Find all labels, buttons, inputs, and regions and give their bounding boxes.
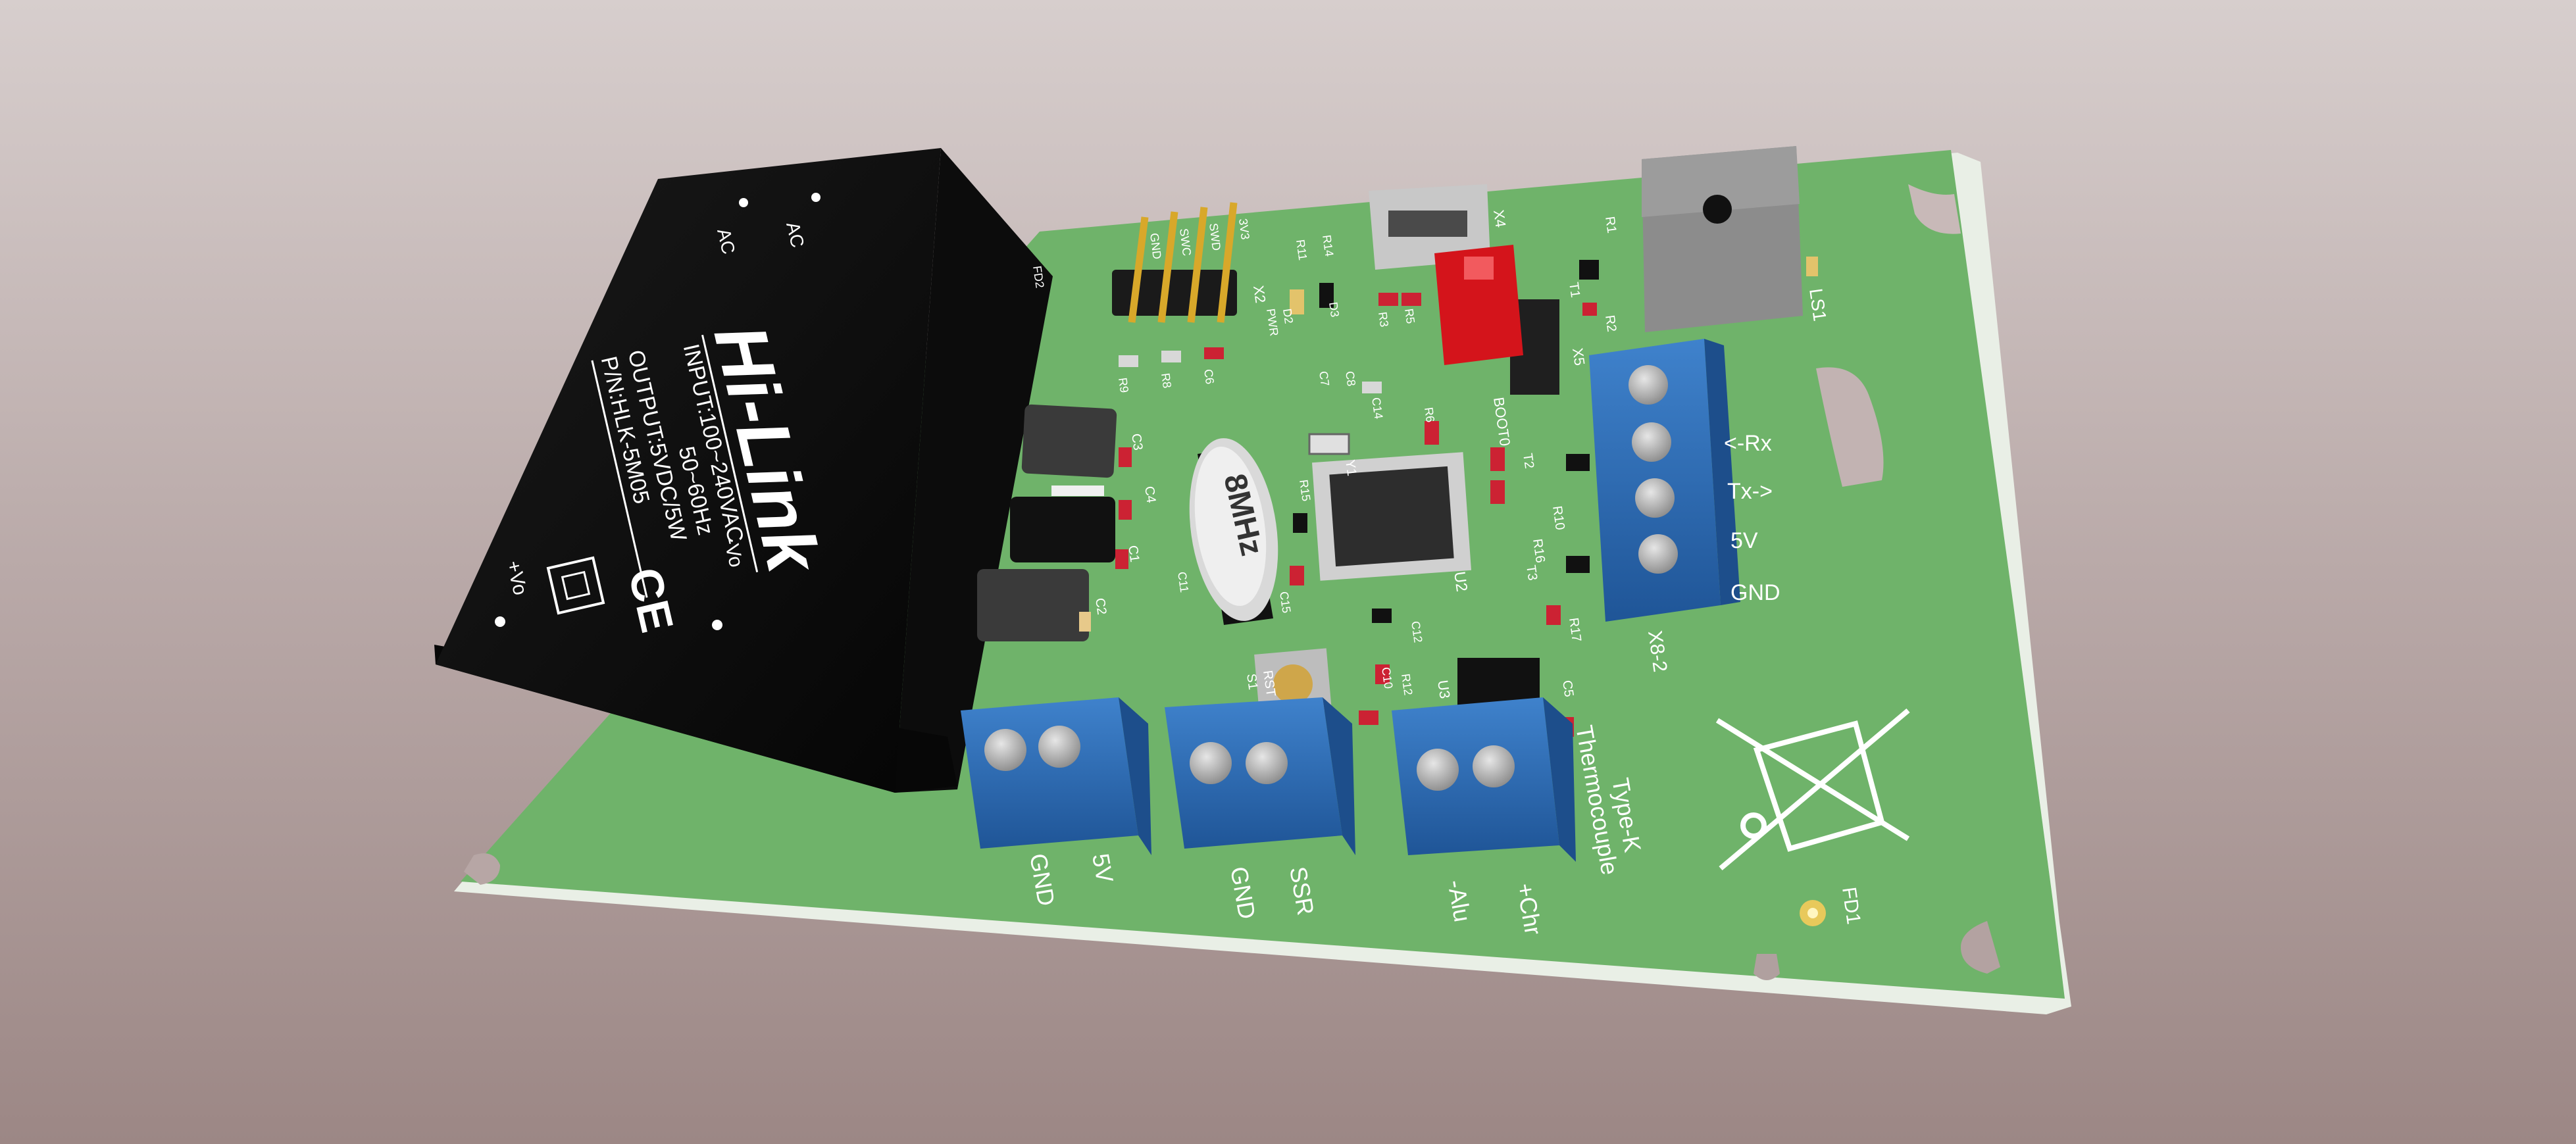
mount-slot-top-right [1908,184,1961,234]
designator-c4: C4 [1142,485,1158,504]
weee-bin-icon [1715,708,1910,871]
module-dot [712,620,722,630]
power-module: Hi-Link INPUT:100~240VAC 50~60Hz OUTPUT:… [434,148,1053,793]
designator-r8: R8 [1159,372,1174,389]
designator-r5: R5 [1402,308,1417,325]
designator-c8: C8 [1343,370,1358,387]
designator-d2: D2 [1280,308,1296,325]
terminal-block-thermocouple [1392,697,1576,862]
designator-d3: D3 [1326,301,1342,318]
designator-r14: R14 [1320,234,1336,257]
mount-slot-right-bottom [1961,921,2000,974]
screw [1246,742,1288,784]
mount-slot-left-bottom [464,853,500,885]
screw [1635,478,1675,518]
designator-ls1: LS1 [1806,287,1831,323]
regulator-1 [1021,404,1117,478]
designator-r3: R3 [1376,311,1391,328]
serial-label-tx: Tx-> [1727,479,1773,504]
mount-slot-bottom-mid [1754,954,1780,980]
module-dot [739,198,748,207]
module-double-insulation-icon [546,556,605,615]
designator-r15: R15 [1297,479,1313,502]
module-dot [495,616,505,627]
designator-r11: R11 [1294,239,1309,261]
designator-r17: R17 [1566,617,1584,643]
module-side [895,148,1053,793]
mount-slot-right-mid [1816,367,1884,487]
designator-c2: C2 [1092,597,1109,616]
designator-c12: C12 [1409,620,1425,643]
screw [1190,742,1232,784]
screw [1629,365,1668,405]
designator-r16: R16 [1530,538,1548,564]
designator-c15: C15 [1277,591,1293,614]
module-top [436,148,941,793]
designator-r12: R12 [1399,673,1415,696]
label-5v: 5V [1087,851,1119,884]
screw [1038,726,1080,768]
designator-y1: Y1 [1342,459,1359,477]
mcu-chip [1312,452,1471,581]
designator-c11: C11 [1175,571,1191,593]
header-pin [1157,211,1178,323]
designator-x2: X2 [1250,284,1269,304]
header-pin [1217,202,1238,323]
serial-terminal-block [1589,339,1740,622]
boot-jumper [1434,245,1559,395]
screw [1632,422,1671,462]
module-dot [811,193,821,202]
designator-x4: X4 [1490,209,1509,228]
designator-r1: R1 [1602,216,1619,234]
designator-u2: U2 [1450,570,1471,593]
regulator-packages [977,404,1117,641]
serial-label-gnd: GND [1730,580,1780,605]
micro-usb-connector [1369,184,1490,270]
designator-t3: T3 [1523,564,1540,582]
designator-r2: R2 [1602,314,1619,333]
designator-r10: R10 [1550,505,1567,531]
regulator-3 [977,569,1089,641]
header-pin [1128,216,1149,323]
header-pin-label-gnd: GND [1148,232,1164,260]
module-divider-1 [701,334,759,573]
terminal-block-ssr [1165,697,1355,855]
designator-c7: C7 [1317,370,1332,387]
header-base [1112,270,1237,316]
designator-x5: X5 [1569,347,1588,366]
small-crystal [1308,433,1350,455]
designator-c6: C6 [1201,368,1217,385]
serial-label-5v: 5V [1730,528,1758,553]
buzzer [1642,146,1803,332]
screw [1473,745,1515,787]
smd-components [1115,257,1818,737]
designator-c5: C5 [1559,680,1576,698]
designator-c3: C3 [1128,433,1145,451]
screw [1638,534,1678,574]
designator-c1: C1 [1125,545,1142,563]
header-pin [1187,207,1208,323]
designator-fd2: FD2 [1030,265,1047,289]
swd-header: GND SWC SWD 3V3 [1112,202,1252,323]
designator-fd1: FD1 [1838,885,1865,926]
designator-s1: S1 [1244,673,1260,691]
designator-c10: C10 [1379,666,1395,689]
designator-t2: T2 [1520,453,1536,470]
designator-c14: C14 [1369,397,1385,420]
screw [984,729,1026,771]
regulator-2 [1010,497,1115,562]
screw [1417,749,1459,791]
crystal-oscillator: 8MHz [1189,438,1278,625]
serial-label-rx: <-Rx [1724,431,1772,456]
jumper-cap [1434,245,1523,365]
designator-r6: R6 [1422,407,1437,424]
header-pin-label-3v3: 3V3 [1236,218,1252,240]
terminal-block-power [961,697,1151,855]
module-divider-2 [591,360,648,598]
designator-r9: R9 [1116,377,1131,394]
designator-u3: U3 [1434,679,1453,699]
designator-t1: T1 [1566,282,1582,299]
